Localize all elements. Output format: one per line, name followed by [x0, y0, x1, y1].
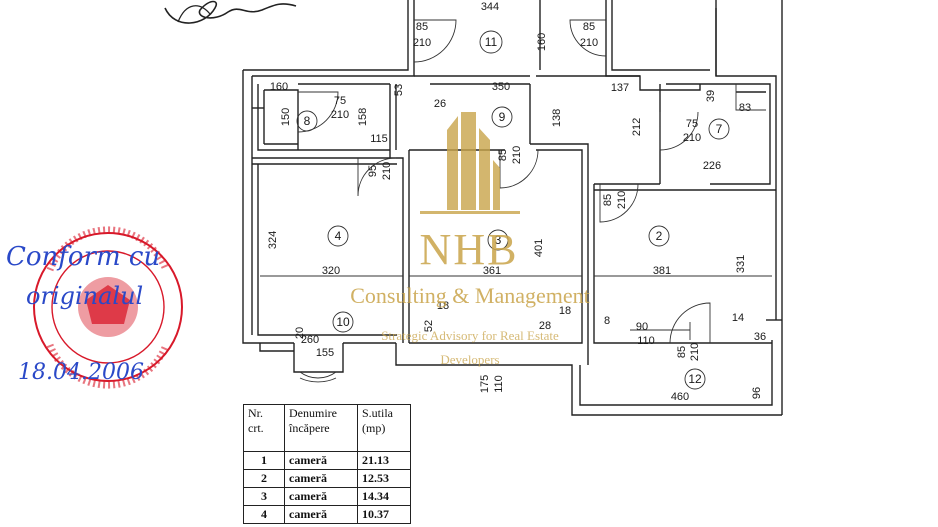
table-row: 2 cameră 12.53: [243, 469, 411, 488]
building-logo-icon: [420, 112, 520, 214]
row-nr: 2: [243, 469, 285, 488]
svg-text:85: 85: [602, 194, 614, 206]
header-area: S.utila (mp): [357, 404, 411, 452]
svg-text:96: 96: [751, 387, 763, 399]
handwritten-note-line1: Conform cu: [6, 242, 161, 272]
svg-text:39: 39: [705, 90, 717, 102]
row-area: 21.13: [357, 451, 411, 470]
svg-text:8: 8: [604, 315, 610, 327]
svg-text:14: 14: [732, 312, 744, 324]
table-row: 1 cameră 21.13: [243, 451, 411, 470]
svg-text:331: 331: [735, 255, 747, 273]
watermark-brand: NHB: [419, 225, 519, 274]
svg-text:210: 210: [511, 146, 523, 164]
svg-text:85: 85: [497, 149, 509, 161]
watermark-tagline-2: Developers: [440, 352, 500, 367]
svg-text:18: 18: [559, 305, 571, 317]
dimension-labels: 344 160 85 210 85 210 160 350 137 39 83 …: [267, 1, 766, 403]
room-10-label: 11: [485, 35, 498, 49]
row-nr: 4: [243, 505, 285, 524]
svg-text:83: 83: [739, 102, 751, 114]
svg-text:210: 210: [413, 37, 431, 49]
svg-text:53: 53: [393, 84, 405, 96]
doors: [297, 19, 711, 383]
table-header-row: Nr. crt. Denumire încăpere S.utila (mp): [243, 404, 411, 452]
room-9-label: 9: [499, 110, 506, 124]
svg-text:260: 260: [301, 334, 319, 346]
watermark-tagline-1: Strategic Advisory for Real Estate: [381, 328, 559, 343]
handwritten-date: 18.04.2006: [18, 360, 144, 385]
header-nr: Nr. crt.: [243, 404, 285, 452]
svg-text:115: 115: [370, 133, 388, 145]
row-nr: 3: [243, 487, 285, 506]
svg-text:381: 381: [653, 265, 671, 277]
svg-text:324: 324: [267, 231, 279, 249]
svg-text:52: 52: [423, 320, 435, 332]
svg-text:344: 344: [481, 1, 499, 13]
svg-text:210: 210: [331, 109, 349, 121]
svg-text:210: 210: [683, 132, 701, 144]
svg-text:18: 18: [437, 300, 449, 312]
room-12-label: 12: [688, 372, 702, 386]
header-name: Denumire încăpere: [284, 404, 358, 452]
svg-text:20: 20: [294, 327, 306, 339]
svg-text:85: 85: [676, 346, 688, 358]
room-2-label: 2: [656, 229, 663, 243]
svg-text:137: 137: [611, 82, 629, 94]
svg-text:138: 138: [551, 109, 563, 127]
row-area: 14.34: [357, 487, 411, 506]
svg-text:226: 226: [703, 160, 721, 172]
svg-text:90: 90: [636, 321, 648, 333]
room-11-label: 10: [336, 315, 350, 329]
svg-text:85: 85: [416, 21, 428, 33]
svg-text:155: 155: [316, 347, 334, 359]
svg-text:460: 460: [671, 391, 689, 403]
room-area-table: Nr. crt. Denumire încăpere S.utila (mp) …: [243, 404, 411, 524]
svg-text:75: 75: [334, 95, 346, 107]
svg-text:160: 160: [270, 81, 288, 93]
svg-text:110: 110: [493, 375, 505, 393]
watermark-subtitle: Consulting & Management: [350, 283, 590, 308]
row-name: cameră: [284, 469, 358, 488]
row-name: cameră: [284, 487, 358, 506]
svg-text:361: 361: [483, 265, 501, 277]
svg-text:95: 95: [367, 165, 379, 177]
room-7-label: 7: [716, 122, 723, 136]
signature: [164, 0, 297, 24]
table-row: 3 cameră 14.34: [243, 487, 411, 506]
room-numbers: 11 9 8 7 4 3 2 10 12: [296, 30, 730, 390]
svg-text:210: 210: [580, 37, 598, 49]
table-row: 4 cameră 10.37: [243, 505, 411, 524]
svg-text:36: 36: [754, 331, 766, 343]
room-3-label: 3: [495, 233, 502, 247]
row-area: 12.53: [357, 469, 411, 488]
handwritten-note-line2: originalul: [26, 282, 144, 310]
svg-text:110: 110: [637, 335, 655, 347]
row-area: 10.37: [357, 505, 411, 524]
svg-text:85: 85: [583, 21, 595, 33]
svg-text:28: 28: [539, 320, 551, 332]
room-4-label: 4: [335, 229, 342, 243]
svg-text:210: 210: [616, 191, 628, 209]
svg-text:160: 160: [536, 33, 548, 51]
svg-text:401: 401: [533, 239, 545, 257]
svg-text:212: 212: [631, 118, 643, 136]
svg-text:175: 175: [479, 375, 491, 393]
interior-walls: [252, 0, 782, 373]
row-name: cameră: [284, 505, 358, 524]
svg-text:75: 75: [686, 118, 698, 130]
svg-text:350: 350: [492, 81, 510, 93]
svg-text:26: 26: [434, 98, 446, 110]
svg-text:210: 210: [689, 343, 701, 361]
svg-text:158: 158: [357, 108, 369, 126]
row-name: cameră: [284, 451, 358, 470]
row-nr: 1: [243, 451, 285, 470]
svg-text:150: 150: [280, 108, 292, 126]
official-stamp: [33, 226, 183, 389]
svg-text:210: 210: [381, 162, 393, 180]
svg-text:320: 320: [322, 265, 340, 277]
room-8-label: 8: [304, 114, 311, 128]
